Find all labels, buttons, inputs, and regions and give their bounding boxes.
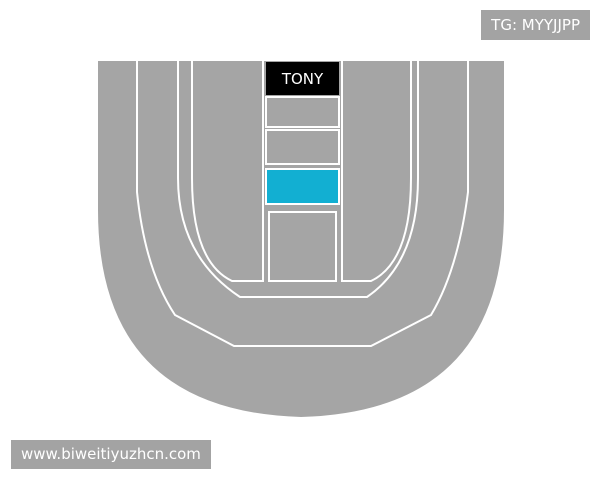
center-floor-block-4[interactable] [268,211,337,282]
center-floor-block-selected[interactable] [265,168,340,205]
inner-left-section[interactable] [191,59,264,282]
stage-label: TONY [281,70,324,88]
middle-ring-section[interactable] [136,59,469,347]
tg-tag: TG: MYYJJPP [481,10,590,40]
center-floor-block-1[interactable] [265,96,340,128]
center-floor-block-2[interactable] [265,129,340,165]
stage [266,62,339,95]
website-tag[interactable]: www.biweitiyuzhcn.com [11,440,211,469]
inner-right-section[interactable] [341,59,412,282]
